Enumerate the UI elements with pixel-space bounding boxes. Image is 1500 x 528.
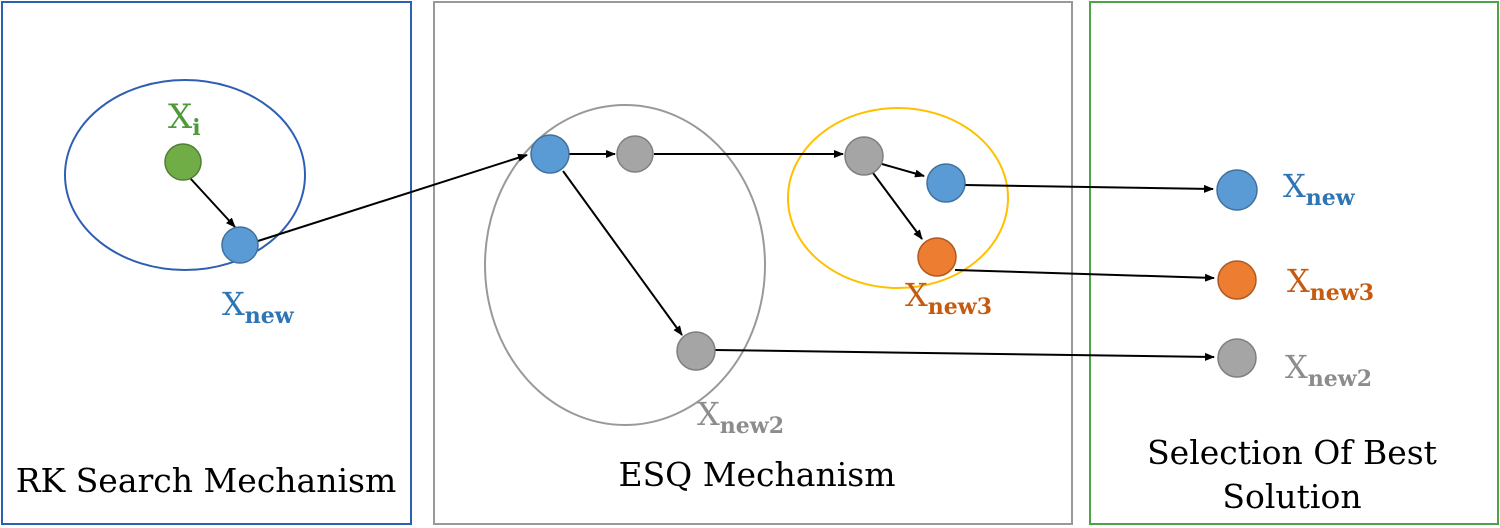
esq-xnew3-label-sub: new3 (928, 294, 992, 320)
sel-xnew-label-sub: new (1306, 185, 1356, 211)
selection-panel-title-line2: Solution (1222, 477, 1361, 516)
esq-yellow-blue-node (926, 163, 966, 203)
esq-panel (433, 1, 1073, 525)
esq-xnew2-label-sub: new2 (720, 413, 784, 439)
esq-xnew3-label: Xnew3 (905, 276, 992, 320)
edge-orange-to-selection (954, 269, 1215, 282)
sel-xnew2-node (1217, 338, 1257, 378)
xi-label-base: X (168, 97, 193, 137)
sel-xnew2-label-base: X (1285, 348, 1308, 386)
selection-panel-title-line1: Selection Of Best (1147, 433, 1437, 472)
rk-search-circle (64, 79, 306, 271)
esq-yellow-circle (787, 107, 1009, 289)
edge-xnew2-to-selection (714, 349, 1215, 361)
rk-xnew-label-sub: new (245, 303, 295, 329)
rk-xnew-node (221, 226, 259, 264)
edge-esq-blue-to-xnew2 (562, 170, 683, 336)
esq-xnew2-label-base: X (697, 395, 720, 433)
xi-label-sub: i (192, 115, 200, 141)
sel-xnew3-label-base: X (1287, 262, 1310, 300)
edge-yellow-gray-to-orange (872, 172, 923, 240)
esq-panel-title: ESQ Mechanism (618, 455, 895, 494)
esq-xnew2-node (676, 331, 716, 371)
xi-node (164, 143, 202, 181)
esq-yellow-gray-node (844, 136, 884, 176)
esq-xnew2-label: Xnew2 (697, 395, 784, 439)
esq-xnew3-node (917, 237, 957, 277)
edge-yellow-gray-to-blue (881, 163, 925, 178)
esq-blue-node (530, 134, 570, 174)
sel-xnew-label-base: X (1283, 167, 1306, 205)
selection-panel (1089, 1, 1499, 525)
edge-rk-to-esq (257, 153, 528, 242)
sel-xnew-node (1216, 169, 1258, 211)
sel-xnew3-label-sub: new3 (1310, 280, 1374, 306)
sel-xnew3-node (1217, 260, 1257, 300)
esq-gray-node (616, 135, 654, 173)
esq-xnew3-label-base: X (905, 276, 928, 314)
sel-xnew2-label: Xnew2 (1285, 348, 1372, 392)
rk-xnew-label: Xnew (222, 285, 295, 329)
rk-panel (1, 1, 412, 525)
edge-blue-to-selection (964, 184, 1214, 193)
sel-xnew2-label-sub: new2 (1308, 366, 1372, 392)
sel-xnew-label: Xnew (1283, 167, 1356, 211)
rk-xnew-label-base: X (222, 285, 245, 323)
edge-xi-to-xnew (189, 177, 236, 228)
esq-circle (484, 104, 766, 426)
xi-label: Xi (168, 97, 201, 141)
sel-xnew3-label: Xnew3 (1287, 262, 1374, 306)
rk-panel-title: RK Search Mechanism (16, 461, 397, 500)
